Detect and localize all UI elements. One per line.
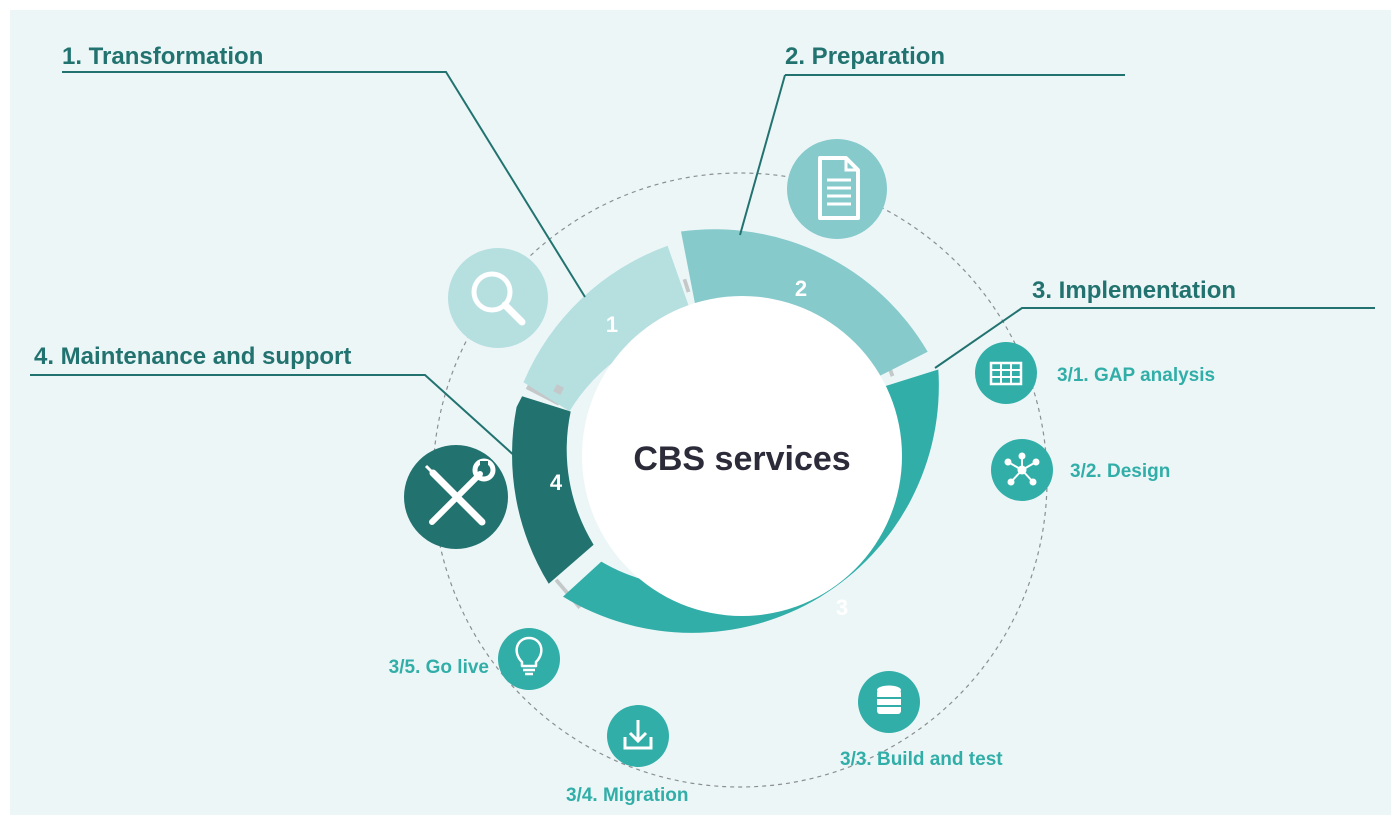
segment-number-1: 1 — [606, 312, 618, 337]
substep-icon-5 — [498, 628, 560, 690]
substep-icon-3 — [858, 671, 920, 733]
substep-icon-4 — [607, 705, 669, 767]
leader-line-implementation — [934, 307, 1375, 369]
segment-gap — [553, 384, 564, 395]
ring-segment-1 — [523, 245, 696, 412]
substep-label-migration: 3/4. Migration — [566, 785, 688, 806]
substep-label-design: 3/2. Design — [1070, 461, 1170, 482]
leader-line-maintenance — [30, 374, 518, 459]
network-nodes-icon — [1004, 452, 1040, 486]
segment-number-3: 3 — [836, 595, 848, 620]
document-icon — [818, 156, 860, 220]
substep-label-go-live: 3/5. Go live — [389, 657, 489, 678]
heading-transformation: 1. Transformation — [62, 43, 263, 70]
ring-segment-2 — [681, 229, 928, 386]
substep-icon-1 — [975, 342, 1037, 404]
phase-icon-1 — [448, 248, 548, 348]
heading-implementation: 3. Implementation — [1032, 277, 1236, 304]
segment-number-4: 4 — [550, 470, 563, 495]
heading-preparation: 2. Preparation — [785, 43, 945, 70]
database-icon — [877, 685, 901, 714]
lightbulb-icon — [515, 636, 543, 676]
leader-line-transformation — [62, 71, 586, 298]
phase-icon-2 — [787, 139, 887, 239]
segment-gap — [682, 278, 691, 293]
leader-line-preparation — [739, 74, 1125, 236]
wrench-screwdriver-icon — [424, 458, 496, 526]
substep-label-gap-analysis: 3/1. GAP analysis — [1057, 365, 1215, 386]
magnifier-icon — [471, 271, 526, 326]
ring-segment-4 — [512, 396, 594, 584]
table-grid-icon — [989, 361, 1023, 386]
substep-icon-2 — [991, 439, 1053, 501]
phase-icon-4 — [404, 445, 508, 549]
download-icon — [623, 720, 653, 750]
heading-maintenance: 4. Maintenance and support — [34, 343, 351, 370]
center-circle — [582, 296, 902, 616]
segment-number-2: 2 — [795, 276, 807, 301]
center-title: CBS services — [633, 440, 850, 478]
substep-label-build-test: 3/3. Build and test — [840, 749, 1003, 770]
